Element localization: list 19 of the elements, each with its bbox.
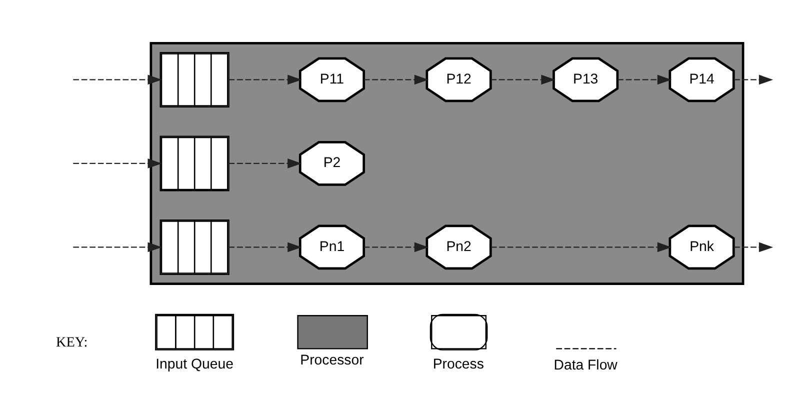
legend-label: Input Queue [156, 354, 234, 371]
legend-label: Process [432, 354, 484, 371]
legend-label: Data Flow [554, 356, 618, 372]
arrow [364, 74, 429, 84]
arrow [228, 74, 302, 84]
arrow [490, 74, 556, 84]
arrow [228, 242, 302, 252]
arrow [490, 242, 672, 252]
label: KEY: [56, 334, 88, 350]
arrow [73, 158, 162, 168]
arrow [73, 74, 162, 84]
arrow [73, 242, 162, 252]
arrow [228, 158, 302, 168]
arrow [734, 74, 774, 84]
cluster [150, 41, 744, 284]
arrow [618, 74, 672, 84]
arrow [734, 242, 774, 252]
legend-label: Processor [300, 351, 364, 368]
arrow [364, 242, 429, 252]
